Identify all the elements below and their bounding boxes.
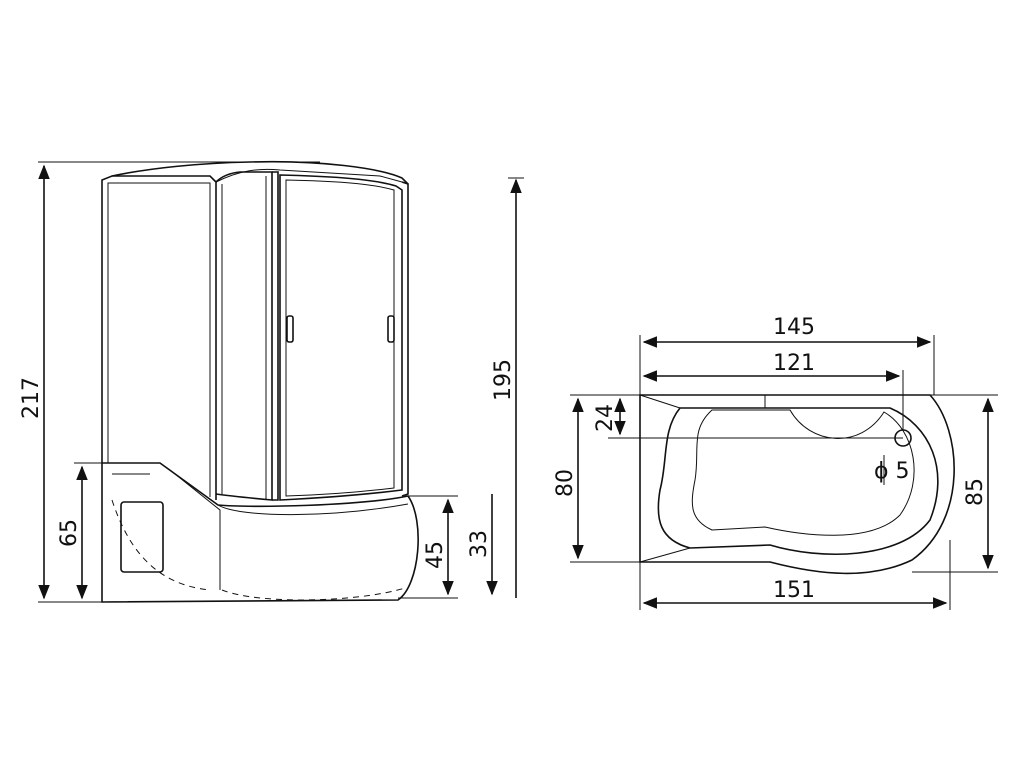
sliding-door-main <box>279 174 403 501</box>
top-view <box>639 394 955 575</box>
dim-label-85: 85 <box>963 478 988 506</box>
dim-label-80: 80 <box>553 469 578 497</box>
door-handle-left <box>286 315 294 343</box>
dim-label-33: 33 <box>467 530 492 558</box>
dim-label-65: 65 <box>57 519 82 547</box>
door-handle-right <box>387 315 395 343</box>
basin-inner <box>691 409 915 536</box>
front-dimensions: 217 65 45 33 195 <box>19 161 524 603</box>
dim-label-145: 145 <box>773 315 815 340</box>
dim-label-151: 151 <box>773 578 815 603</box>
dim-label-121: 121 <box>773 351 815 376</box>
basin-outline <box>657 407 939 555</box>
dim-label-45: 45 <box>423 541 448 569</box>
left-glass-panel <box>101 175 217 500</box>
dim-label-195: 195 <box>491 359 516 401</box>
tray-outer-outline <box>639 394 955 575</box>
dim-label-drain-diameter: ϕ 5 <box>874 459 910 484</box>
sliding-door-left <box>272 171 279 501</box>
dim-label-24: 24 <box>593 404 618 432</box>
curved-glass-panel <box>215 171 273 501</box>
right-frame <box>401 181 409 497</box>
front-view <box>101 160 419 603</box>
top-dimensions: 145 121 24 80 85 151 ϕ 5 <box>553 315 998 610</box>
tray-front-panel <box>101 462 419 603</box>
dim-label-217: 217 <box>19 377 44 419</box>
access-panel <box>120 501 164 573</box>
